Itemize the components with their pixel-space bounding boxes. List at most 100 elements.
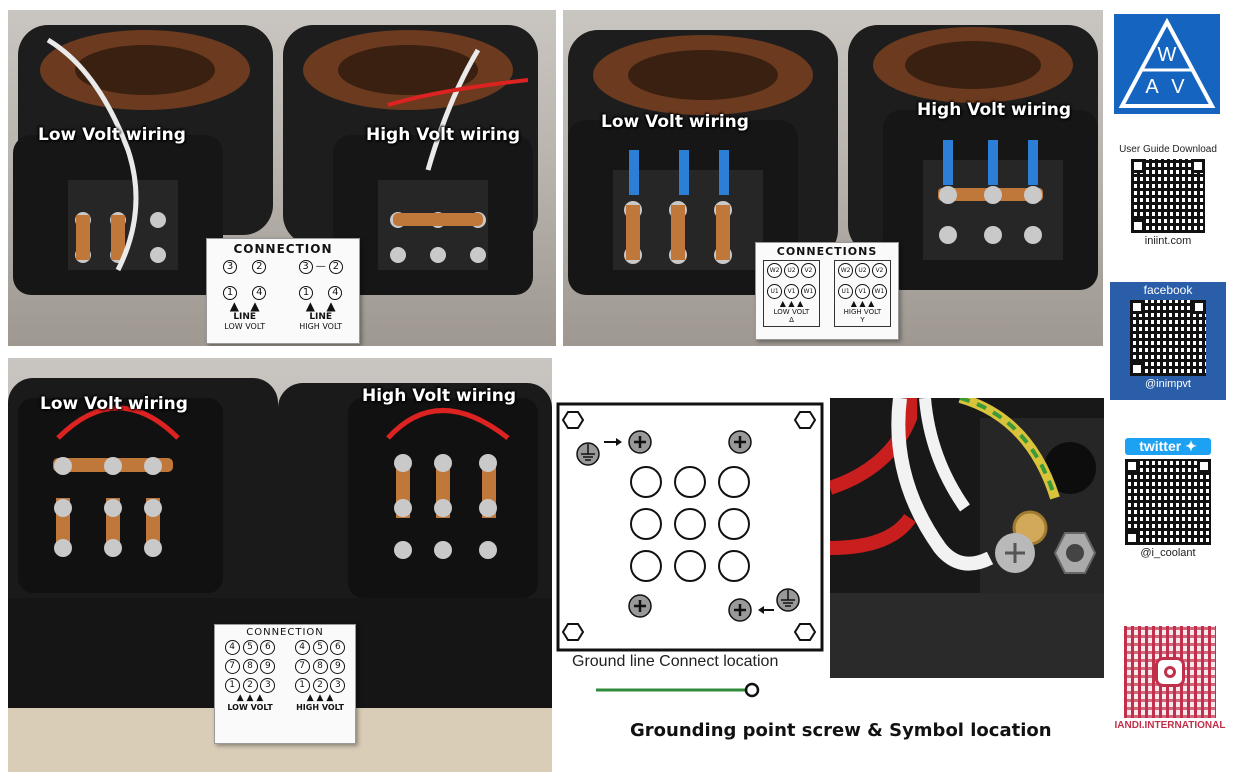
terminal: 8 (242, 659, 258, 674)
terminal: 1 (294, 678, 310, 693)
terminal: 3 (223, 260, 238, 274)
ground-line-graphic (596, 682, 760, 698)
arrow-up-icon: ▲ ▲ (305, 299, 336, 313)
high-volt-diagram: 4 5 6 7 8 9 1 2 3 ▲ ▲ ▲ HIGH VOLT (294, 640, 346, 712)
ground-screw-photo (830, 398, 1104, 678)
motor-pair-illustration (13, 25, 538, 295)
ground-screw-illustration (830, 398, 1104, 678)
terminal: 5 (312, 640, 328, 655)
ground-diagram-caption: Ground line Connect location (572, 653, 779, 670)
low-volt-label: Low Volt wiring (40, 394, 188, 414)
brand-logo: W A V (1114, 14, 1220, 114)
motor-pair-illustration (568, 25, 1098, 295)
terminal: 3 (330, 678, 346, 693)
wye-symbol: Y (860, 316, 865, 324)
high-volt-caption: HIGH VOLT (299, 322, 343, 331)
terminal: 9 (260, 659, 276, 674)
instagram-qr-icon[interactable] (1124, 626, 1216, 718)
user-guide-qr-icon[interactable] (1131, 159, 1205, 233)
terminal: V1 (855, 284, 870, 299)
photo-panel-1: Low Volt wiring High Volt wiring CONNECT… (8, 10, 556, 346)
wav-triangle-logo (1118, 17, 1216, 108)
terminal: V2 (800, 263, 816, 278)
terminal: 6 (330, 640, 346, 655)
twitter-badge: twitter ✦ (1125, 438, 1211, 455)
instagram-icon (1155, 657, 1185, 687)
arrow-up-icon: ▲ ▲ ▲ (306, 693, 334, 703)
twitter-handle[interactable]: @i_coolant (1140, 547, 1196, 559)
terminal: 3 (260, 678, 276, 693)
user-guide-label: User Guide Download (1119, 144, 1217, 155)
connection-card-title: CONNECTION (233, 242, 333, 256)
facebook-handle[interactable]: @inimpvt (1144, 378, 1191, 390)
terminal: U2 (784, 263, 799, 278)
low-volt-diagram: 4 5 6 7 8 9 1 2 3 ▲ ▲ ▲ LOW VOLT (224, 640, 276, 712)
terminal: U1 (838, 284, 854, 299)
terminal: 1 (224, 678, 240, 693)
twitter-block: twitter ✦ @i_coolant (1110, 438, 1226, 559)
user-guide-site[interactable]: iniint.com (1144, 235, 1192, 247)
terminal: 8 (312, 659, 328, 674)
terminal: U1 (767, 284, 783, 299)
terminal: 4 (294, 640, 310, 655)
terminal: W1 (800, 284, 816, 299)
connection-card-3: CONNECTION 4 5 6 7 8 9 1 2 3 ▲ ▲ ▲ (214, 624, 356, 744)
logo-top-letter: W (1157, 44, 1177, 66)
connection-card-2: CONNECTIONS W2 U2 V2 U1 V1 W1 ▲ ▲ ▲ LOW … (755, 242, 899, 340)
connection-card-1: CONNECTION 3 2 1 4 ▲ ▲ LINE LOW VOLT 3 (206, 238, 360, 344)
high-volt-diagram: 3 — 2 1 4 ▲ ▲ LINE HIGH VOLT (298, 260, 343, 331)
twitter-qr-icon[interactable] (1125, 459, 1211, 545)
arrow-up-icon: ▲ ▲ ▲ (236, 693, 264, 703)
facebook-label: facebook (1143, 283, 1193, 297)
instagram-handle[interactable]: IANDI.INTERNATIONAL (1114, 720, 1226, 731)
line-label: LINE (233, 312, 257, 322)
line-label: LINE (309, 312, 333, 322)
terminal: V1 (784, 284, 799, 299)
terminal: 4 (328, 286, 343, 300)
terminal: 3 (298, 260, 313, 274)
terminal: 9 (330, 659, 346, 674)
bird-icon: ✦ (1185, 438, 1197, 454)
delta-symbol: Δ (789, 316, 794, 324)
high-volt-label: High Volt wiring (917, 100, 1072, 120)
low-volt-caption: LOW VOLT (773, 308, 810, 316)
arrow-up-icon: ▲ ▲ ▲ (850, 299, 875, 308)
terminal: 6 (260, 640, 276, 655)
terminal: W1 (871, 284, 887, 299)
terminal: V2 (871, 263, 887, 278)
high-volt-caption: HIGH VOLT (843, 308, 882, 316)
instagram-block: IANDI.INTERNATIONAL (1114, 618, 1226, 742)
low-volt-diagram: W2 U2 V2 U1 V1 W1 ▲ ▲ ▲ LOW VOLT Δ (763, 260, 820, 327)
terminal: 1 (223, 286, 238, 300)
terminal: W2 (838, 263, 854, 278)
terminal: U2 (855, 263, 870, 278)
photo-panel-2: Low Volt wiring High Volt wiring CONNECT… (563, 10, 1103, 346)
high-volt-label: High Volt wiring (366, 125, 521, 145)
connection-card-title: CONNECTIONS (776, 245, 878, 258)
ground-diagram (556, 402, 824, 652)
terminal: 2 (252, 260, 267, 274)
arrow-up-icon: ▲ ▲ ▲ (779, 299, 804, 308)
bottom-caption: Grounding point screw & Symbol location (630, 720, 1052, 741)
twitter-label: twitter (1139, 438, 1182, 454)
terminal: 2 (242, 678, 258, 693)
facebook-block: facebook @inimpvt (1110, 282, 1226, 400)
terminal: 7 (224, 659, 240, 674)
photo-panel-3: Low Volt wiring High Volt wiring CONNECT… (8, 358, 552, 772)
terminal: 7 (294, 659, 310, 674)
facebook-qr-icon[interactable] (1130, 300, 1206, 376)
logo-bottom-letters: A V (1145, 76, 1189, 98)
terminal-block-diagram (556, 402, 824, 652)
low-volt-label: Low Volt wiring (601, 112, 749, 132)
low-volt-caption: LOW VOLT (224, 322, 266, 331)
low-volt-caption: LOW VOLT (227, 703, 273, 712)
high-volt-caption: HIGH VOLT (296, 703, 344, 712)
terminal: W2 (767, 263, 783, 278)
terminal: 1 (299, 286, 314, 300)
arrow-up-icon: ▲ ▲ (229, 299, 260, 313)
high-volt-label: High Volt wiring (362, 386, 517, 406)
user-guide-block: User Guide Download iniint.com (1110, 144, 1226, 247)
low-volt-diagram: 3 2 1 4 ▲ ▲ LINE LOW VOLT (223, 260, 267, 331)
terminal: 5 (242, 640, 258, 655)
low-volt-label: Low Volt wiring (38, 125, 186, 145)
